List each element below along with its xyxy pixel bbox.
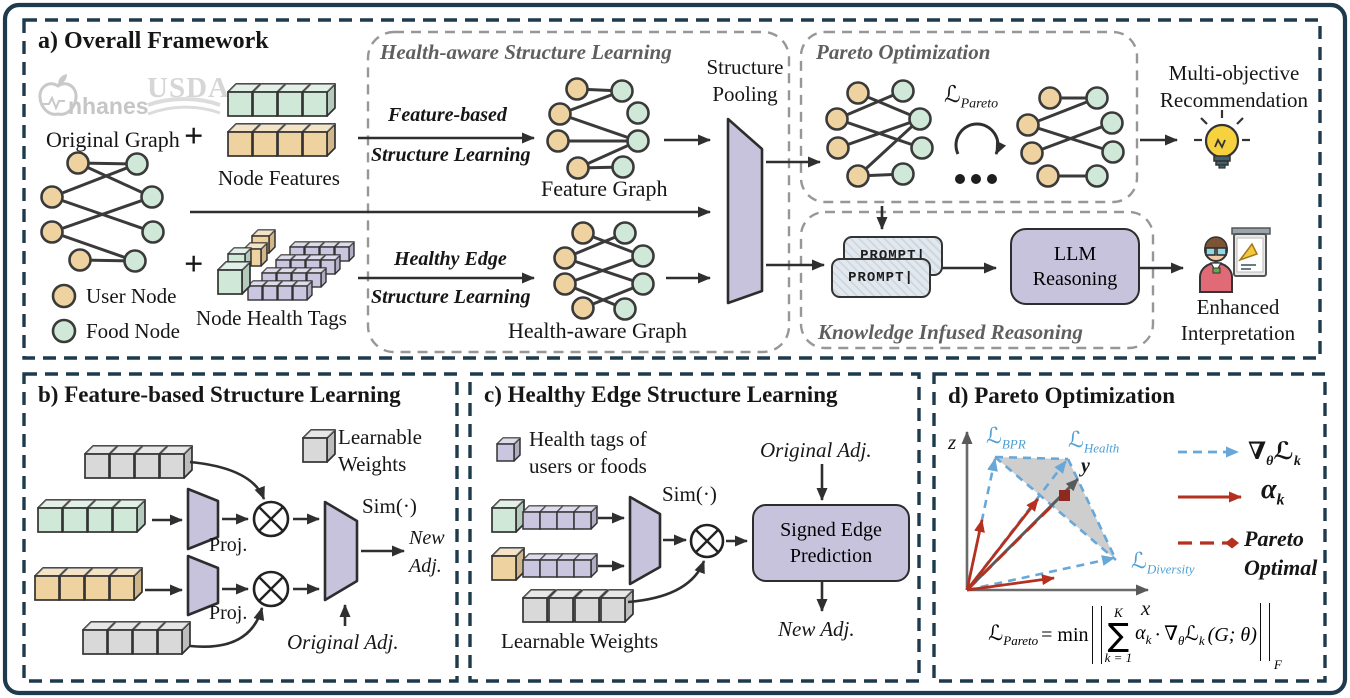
- original-adj-label: Original Adj.: [287, 630, 399, 654]
- presenter-icon: [1199, 227, 1271, 293]
- feature-based-label: Feature-based: [388, 104, 507, 126]
- axis-z-label: z: [948, 430, 957, 454]
- pareto-box: [799, 30, 1139, 204]
- loss-pareto-label: ℒPareto: [944, 82, 999, 112]
- tensor-product-icon: [689, 523, 725, 559]
- proj-label-2: Proj.: [209, 602, 248, 624]
- usda-logo: USDA: [147, 72, 229, 116]
- panel-b-cubes: [34, 429, 336, 655]
- panel-c-arrows: [598, 464, 828, 612]
- hasl-box: [366, 30, 791, 354]
- panel-a-title: a) Overall Framework: [38, 28, 269, 54]
- enhanced-interpretation-label: Enhanced Interpretation: [1180, 295, 1296, 345]
- sim-label: Sim(·): [662, 482, 717, 506]
- pareto-optimal-point: [1059, 490, 1070, 501]
- original-adj-label: Original Adj.: [760, 438, 872, 462]
- user-node-dot: [51, 283, 77, 309]
- healthy-edge-label: Healthy Edge: [394, 248, 507, 270]
- feature-graph-label: Feature Graph: [541, 176, 668, 201]
- legend-pareto-optimal-label: Pareto Optimal: [1244, 526, 1318, 580]
- panel-c-trapezoid: [628, 495, 662, 586]
- loss-health-label: ℒHealth: [1068, 428, 1120, 456]
- health-tags-label: Health tags of users or foods: [529, 427, 647, 478]
- node-health-tag-cubes: [217, 229, 355, 301]
- new-adj-label: New Adj.: [409, 527, 445, 577]
- node-health-tags-label: Node Health Tags: [196, 306, 347, 330]
- health-aware-graph: [553, 221, 655, 321]
- original-graph-label: Original Graph: [46, 127, 180, 152]
- multi-objective-label: Multi-objective Recommendation: [1159, 61, 1309, 112]
- pareto-plot: [961, 431, 1149, 596]
- axis-y-label: y: [1081, 455, 1090, 477]
- legend-food-node: Food Node: [86, 319, 180, 343]
- svg-text:nhanes: nhanes: [68, 93, 149, 119]
- norm-bars: [1091, 606, 1102, 664]
- structure-pooling-label: Structure Pooling: [706, 55, 784, 106]
- llm-reasoning-box: LLM Reasoning: [1010, 228, 1140, 305]
- health-aware-graph-label: Health-aware Graph: [508, 318, 687, 343]
- feature-graph: [546, 77, 650, 180]
- panel-a-border: [22, 18, 1322, 360]
- legend-alpha-label: αk: [1261, 474, 1285, 509]
- panel-b-trapezoids: [186, 487, 359, 617]
- food-node-dot: [51, 318, 77, 344]
- sim-label: Sim(·): [362, 494, 417, 518]
- pareto-loss-formula: ℒPareto = min K ∑ k = 1 αk · ∇θℒk (G; θ)…: [988, 603, 1282, 672]
- loop-arrow-icon: [954, 122, 1007, 155]
- proj-label-1: Proj.: [209, 534, 248, 556]
- panel-d-border: [932, 372, 1327, 683]
- prompt-box-front: PROMPT|: [831, 258, 931, 298]
- knowledge-box: [799, 210, 1155, 350]
- legend-user-node: User Node: [86, 284, 177, 308]
- ellipsis-dots: [955, 174, 997, 184]
- panel-b-arrows: [145, 460, 405, 648]
- tensor-product-icon: [252, 570, 290, 608]
- plus-icon: +: [184, 246, 204, 283]
- nhanes-logo: nhanes: [38, 74, 149, 119]
- knowledge-title: Knowledge Infused Reasoning: [818, 320, 1083, 344]
- hasl-title: Health-aware Structure Learning: [380, 40, 672, 64]
- structure-pooling-trapezoid: [726, 117, 764, 305]
- pareto-left-graph: [825, 79, 934, 188]
- loss-diversity-label: ℒDiversity: [1131, 549, 1195, 577]
- new-adj-label: New Adj.: [778, 617, 855, 641]
- panel-b-title: b) Feature-based Structure Learning: [38, 382, 401, 407]
- pareto-legend-samples: [1178, 446, 1242, 549]
- node-feature-cubes: [227, 83, 336, 157]
- plus-icon: +: [184, 118, 204, 155]
- panel-b-border: [22, 372, 459, 683]
- panel-c-title: c) Healthy Edge Structure Learning: [484, 382, 838, 407]
- pareto-box-title: Pareto Optimization: [816, 40, 991, 64]
- norm-bars: [1259, 603, 1270, 661]
- node-features-label: Node Features: [218, 166, 340, 190]
- learnable-weights-label: Learnable Weights: [338, 425, 422, 476]
- healthy-edge-label-2: Structure Learning: [371, 286, 531, 308]
- original-graph: [40, 151, 165, 273]
- tensor-product-icon: [252, 500, 290, 538]
- lightbulb-icon: [1194, 110, 1250, 169]
- legend-gradient-label: ∇θℒk: [1248, 437, 1301, 469]
- pareto-right-graph: [1016, 86, 1125, 188]
- signed-edge-prediction-box: Signed Edge Prediction: [752, 504, 910, 582]
- loss-bpr-label: ℒBPR: [986, 424, 1026, 452]
- panel-d-title: d) Pareto Optimization: [948, 383, 1175, 408]
- learnable-weights-label: Learnable Weights: [501, 629, 659, 653]
- panel-a-arrows: [190, 132, 1184, 284]
- feature-based-label-2: Structure Learning: [371, 144, 531, 166]
- axis-x-label: x: [1141, 596, 1151, 620]
